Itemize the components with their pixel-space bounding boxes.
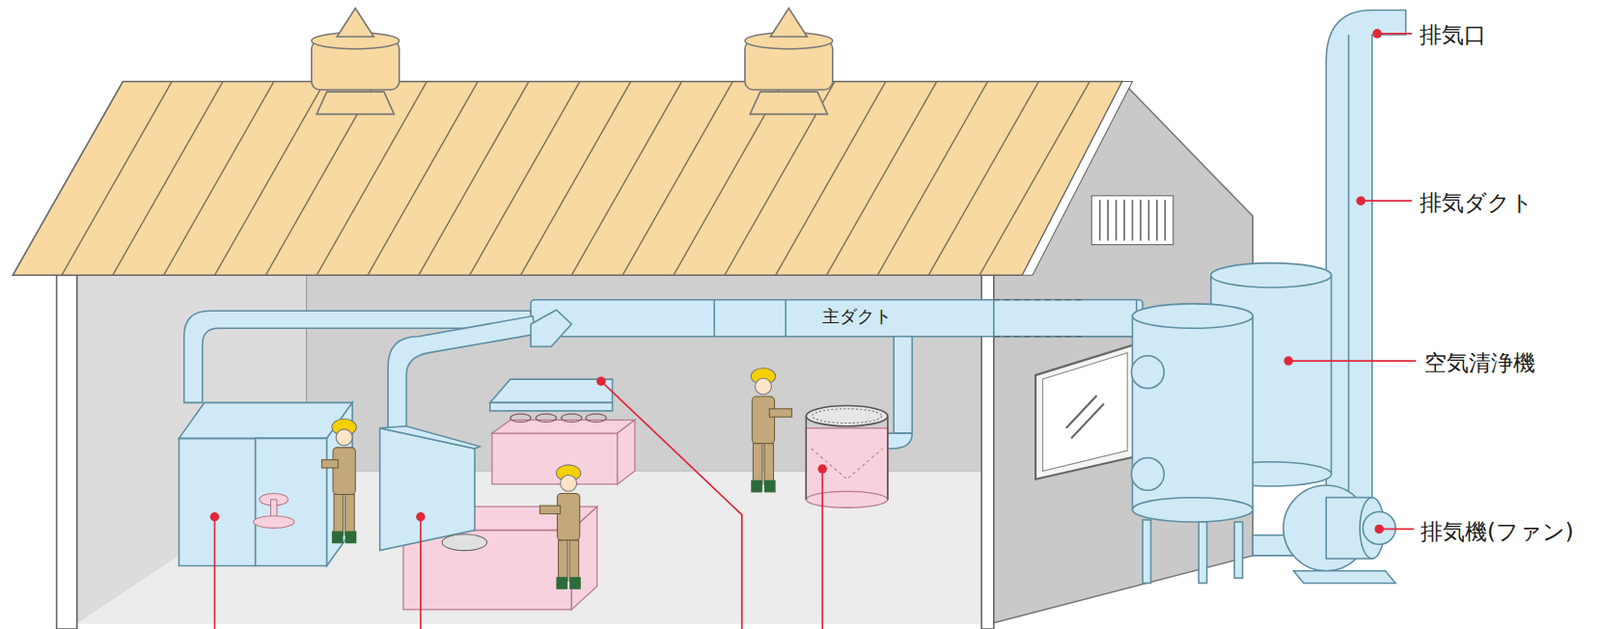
- label-text: 排気機(ファン): [1420, 519, 1574, 547]
- label-text: 空気清浄機: [1424, 350, 1536, 378]
- label-text: 排気口: [1419, 22, 1487, 50]
- duct-label: 主ダクト: [822, 305, 892, 328]
- label-text: 排気ダクト: [1419, 190, 1534, 218]
